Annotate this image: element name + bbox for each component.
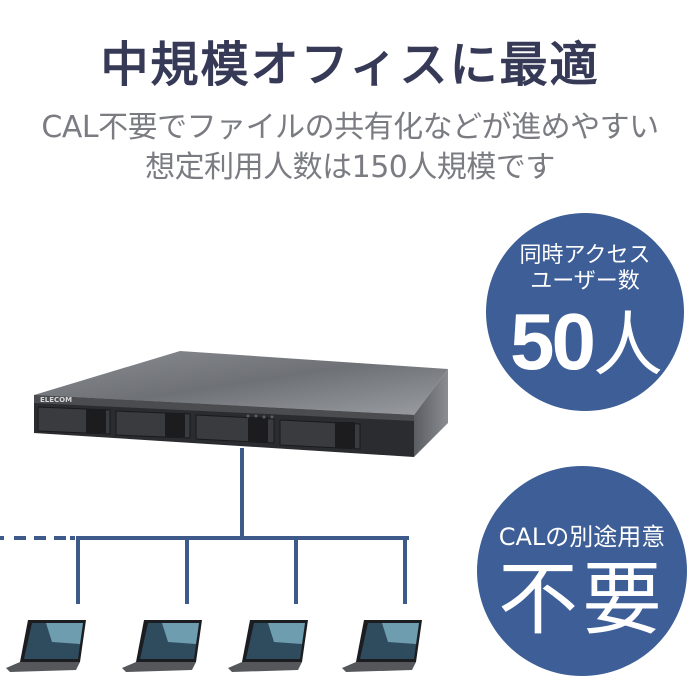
subtitle-line-1: CAL不要でファイルの共有化などが進めやすい xyxy=(41,110,659,145)
client-drop-line-3 xyxy=(294,536,298,604)
badge-user-count: 50人 xyxy=(510,297,663,386)
server-uplink-line xyxy=(240,448,244,540)
client-drop-line-1 xyxy=(76,536,80,604)
page-title: 中規模オフィスに最適 xyxy=(100,37,600,93)
client-drop-line-4 xyxy=(403,536,407,604)
badge-label-line-1: 同時アクセス xyxy=(519,243,651,268)
nas-server-icon: ELECOM xyxy=(34,351,448,457)
laptop-icon xyxy=(342,620,422,672)
subtitle-line-2: 想定利用人数は150人規模です xyxy=(145,150,555,185)
laptop-icon xyxy=(228,620,308,672)
laptop-icon xyxy=(6,620,86,672)
cal-not-required-badge: CALの別途用意 不要 xyxy=(477,466,687,676)
badge-cal-value: 不要 xyxy=(498,553,666,646)
client-drop-line-2 xyxy=(185,536,189,604)
laptop-icon xyxy=(122,620,202,672)
concurrent-users-badge: 同時アクセス ユーザー数 50人 xyxy=(486,213,684,411)
svg-text:ELECOM: ELECOM xyxy=(40,396,72,404)
badge-cal-label: CALの別途用意 xyxy=(498,523,666,551)
badge-label-line-2: ユーザー数 xyxy=(530,269,640,294)
network-bus-line xyxy=(76,536,409,540)
